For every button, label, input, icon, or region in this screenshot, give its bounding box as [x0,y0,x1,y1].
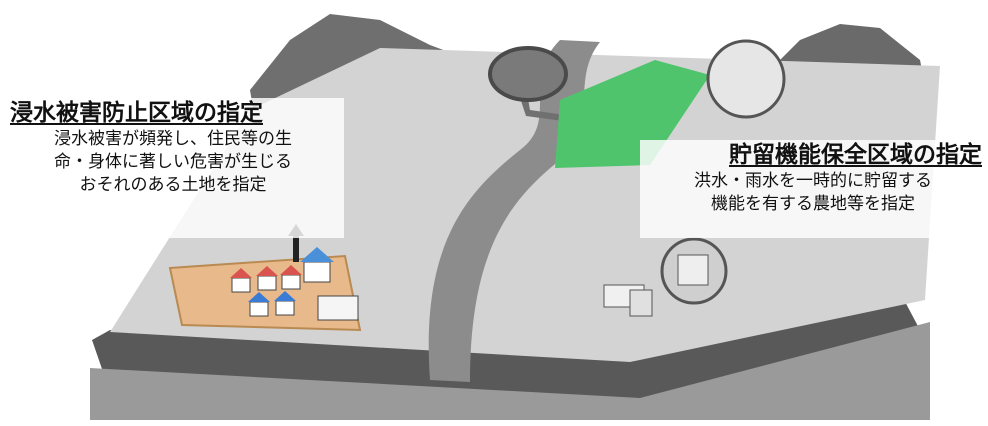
flood-prevention-zone-line-1: 浸水被害が頻発し、住民等の生 [54,129,292,149]
storage-function-zone-line-1: 洪水・雨水を一時的に貯留する [694,171,932,191]
storage-function-zone-line-2: 機能を有する農地等を指定 [711,194,915,214]
flood-prevention-zone-title: 浸水被害防止区域の指定 [10,100,263,126]
left-zone-houses [230,247,359,321]
right-zone-area [555,60,710,168]
storage-function-zone-label: 貯留機能保全区域の指定 洪水・雨水を一時的に貯留する 機能を有する農地等を指定 [640,140,986,238]
road [505,52,600,126]
flood-prevention-zone-line-3: おそれのある土地を指定 [79,175,267,195]
storage-function-zone-title: 貯留機能保全区域の指定 [729,142,982,168]
right-buildings [603,254,709,317]
flood-prevention-zone-line-2: 命・身体に著しい危害が生じる [54,152,292,172]
flood-prevention-zone-label: 浸水被害防止区域の指定 浸水被害が頻発し、住民等の生 命・身体に著しい危害が生じ… [2,98,344,238]
reservoir [488,46,568,102]
river-water [90,322,930,420]
village-circle [706,39,786,119]
river-channel [428,40,600,382]
